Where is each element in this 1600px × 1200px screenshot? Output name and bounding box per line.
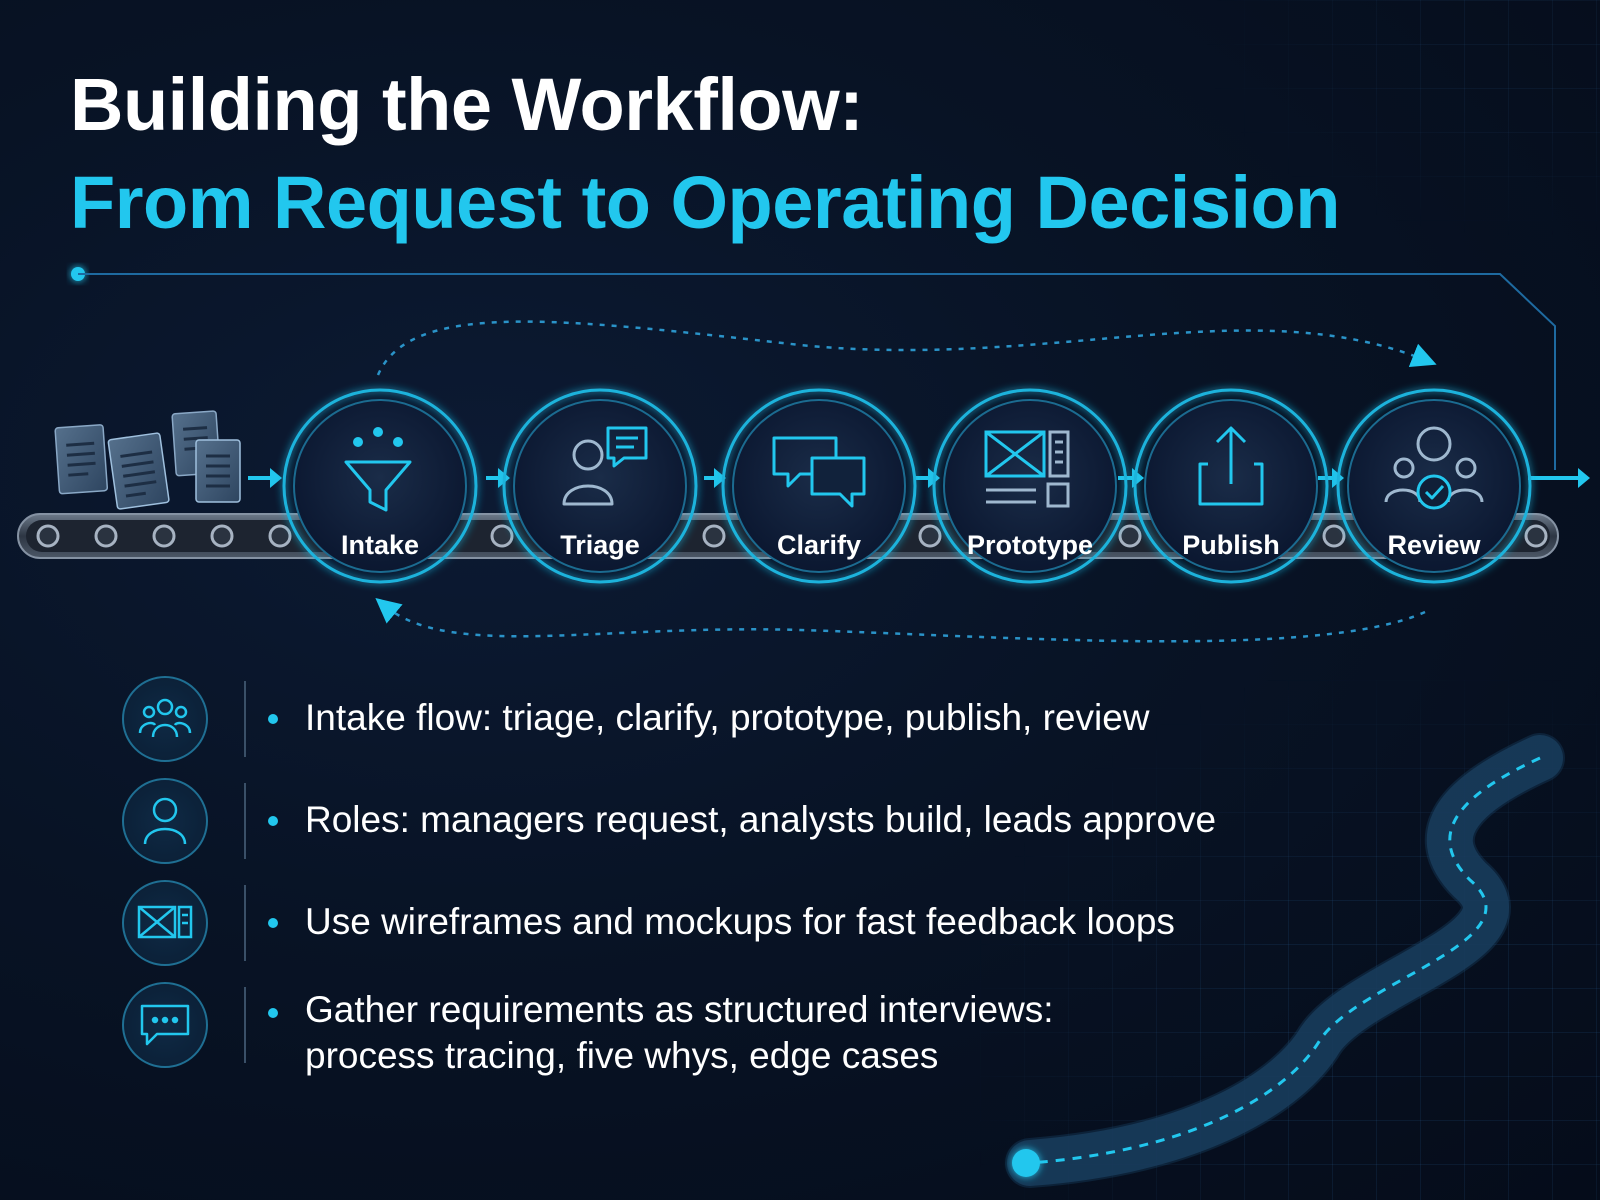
upload-icon (1198, 426, 1264, 506)
bullet-dot (268, 714, 278, 724)
conveyor-roller (490, 524, 514, 548)
conveyor-roller (94, 524, 118, 548)
speech-bubbles-icon (772, 436, 866, 508)
feedback-loop-arrow (375, 598, 1426, 643)
background-grid-top (1200, 0, 1600, 240)
bullet-divider (244, 681, 246, 757)
flow-arrow-head (1578, 468, 1590, 488)
stage-label-review: Review (1387, 530, 1481, 560)
stage-circle-publish (1133, 388, 1329, 584)
conveyor-roller (1524, 524, 1548, 548)
conveyor-roller (36, 524, 60, 548)
conveyor-rollers (36, 524, 1548, 548)
person-chat-icon (562, 426, 648, 506)
bullet-text: Intake flow: triage, clarify, prototype,… (305, 697, 1150, 738)
bullet-dot (268, 816, 278, 826)
stage-circle-triage (502, 388, 698, 584)
chat-icon (122, 982, 208, 1068)
bullet-text: Roles: managers request, analysts build,… (305, 799, 1217, 840)
conveyor-roller (268, 524, 292, 548)
documents-icon (54, 410, 241, 510)
bullet-divider (244, 783, 246, 859)
flow-arrow-head (714, 468, 726, 488)
conveyor-roller (210, 524, 234, 548)
stage-label-triage: Triage (560, 530, 640, 560)
conveyor-roller (1118, 524, 1142, 548)
stage-label-prototype: Prototype (966, 530, 1093, 560)
conveyor-roller (152, 524, 176, 548)
person-icon (122, 778, 208, 864)
bullet-text: Use wireframes and mockups for fast feed… (305, 901, 1175, 942)
wireframe-icon (122, 880, 208, 966)
bullet-divider (244, 885, 246, 961)
stage-circle-intake (282, 388, 478, 584)
stage-label-clarify: Clarify (776, 530, 862, 560)
funnel-icon (344, 427, 412, 512)
wireframe-icon (984, 430, 1070, 508)
bullet-divider (244, 987, 246, 1063)
bullet-dot (268, 918, 278, 928)
conveyor-roller (918, 524, 942, 548)
stage-label-publish: Publish (1182, 530, 1280, 560)
bullet-text: Gather requirements as structured interv… (305, 989, 1054, 1030)
page-subtitle: From Request to Operating Decision (70, 161, 1340, 244)
page-title: Building the Workflow: (70, 63, 864, 146)
top-connector-line (71, 267, 1556, 470)
group-icon (122, 676, 208, 762)
forward-loop-arrow (376, 320, 1437, 376)
bullet-dot (268, 1008, 278, 1018)
stage-label-intake: Intake (340, 530, 420, 560)
team-check-icon (1384, 426, 1484, 510)
conveyor-roller (1322, 524, 1346, 548)
conveyor-roller (702, 524, 726, 548)
flow-arrow-head (270, 468, 282, 488)
bullet-text-continued: process tracing, five whys, edge cases (305, 1035, 939, 1076)
